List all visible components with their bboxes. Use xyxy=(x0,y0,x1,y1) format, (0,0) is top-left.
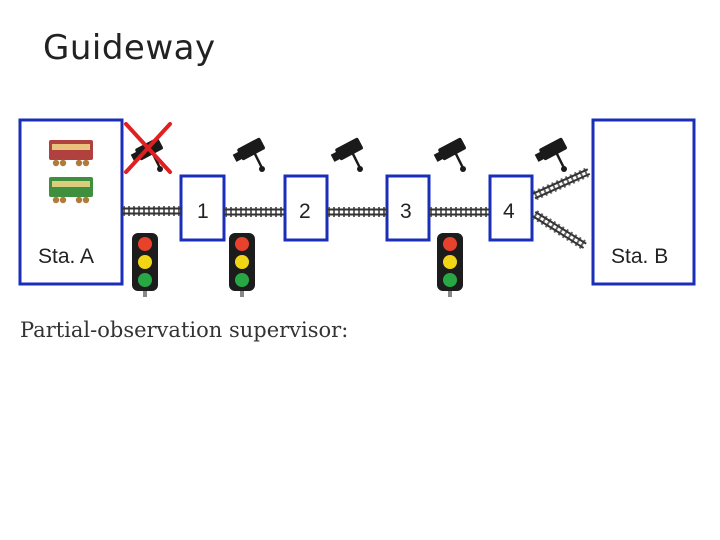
rail-track-icon xyxy=(121,205,183,217)
station-b-label: Sta. B xyxy=(611,245,668,268)
camera-icon xyxy=(231,135,267,174)
supervisor-caption: Partial-observation supervisor: xyxy=(20,318,349,342)
camera-icon xyxy=(432,135,468,174)
traffic-light-icon xyxy=(437,233,463,297)
segment-label-3: 3 xyxy=(400,200,412,223)
camera-icon xyxy=(533,135,569,174)
segment-box-4 xyxy=(488,174,534,242)
page-title: Guideway xyxy=(43,28,216,68)
segment-box-2 xyxy=(283,174,329,242)
camera-icon xyxy=(329,135,365,174)
camera-icon xyxy=(129,135,165,174)
rail-track-icon xyxy=(223,206,285,218)
rail-track-icon xyxy=(530,208,589,252)
segment-label-1: 1 xyxy=(197,200,209,223)
segment-label-4: 4 xyxy=(503,200,515,223)
rail-track-icon xyxy=(530,166,592,202)
station-a-label: Sta. A xyxy=(38,245,94,268)
disabled-cross-icon xyxy=(124,122,172,174)
rail-track-icon xyxy=(428,206,490,218)
traffic-light-icon xyxy=(229,233,255,297)
segment-label-2: 2 xyxy=(299,200,311,223)
traffic-light-icon xyxy=(132,233,158,297)
segment-box-3 xyxy=(385,174,431,242)
station-b-box xyxy=(591,118,696,286)
rail-track-icon xyxy=(326,206,388,218)
